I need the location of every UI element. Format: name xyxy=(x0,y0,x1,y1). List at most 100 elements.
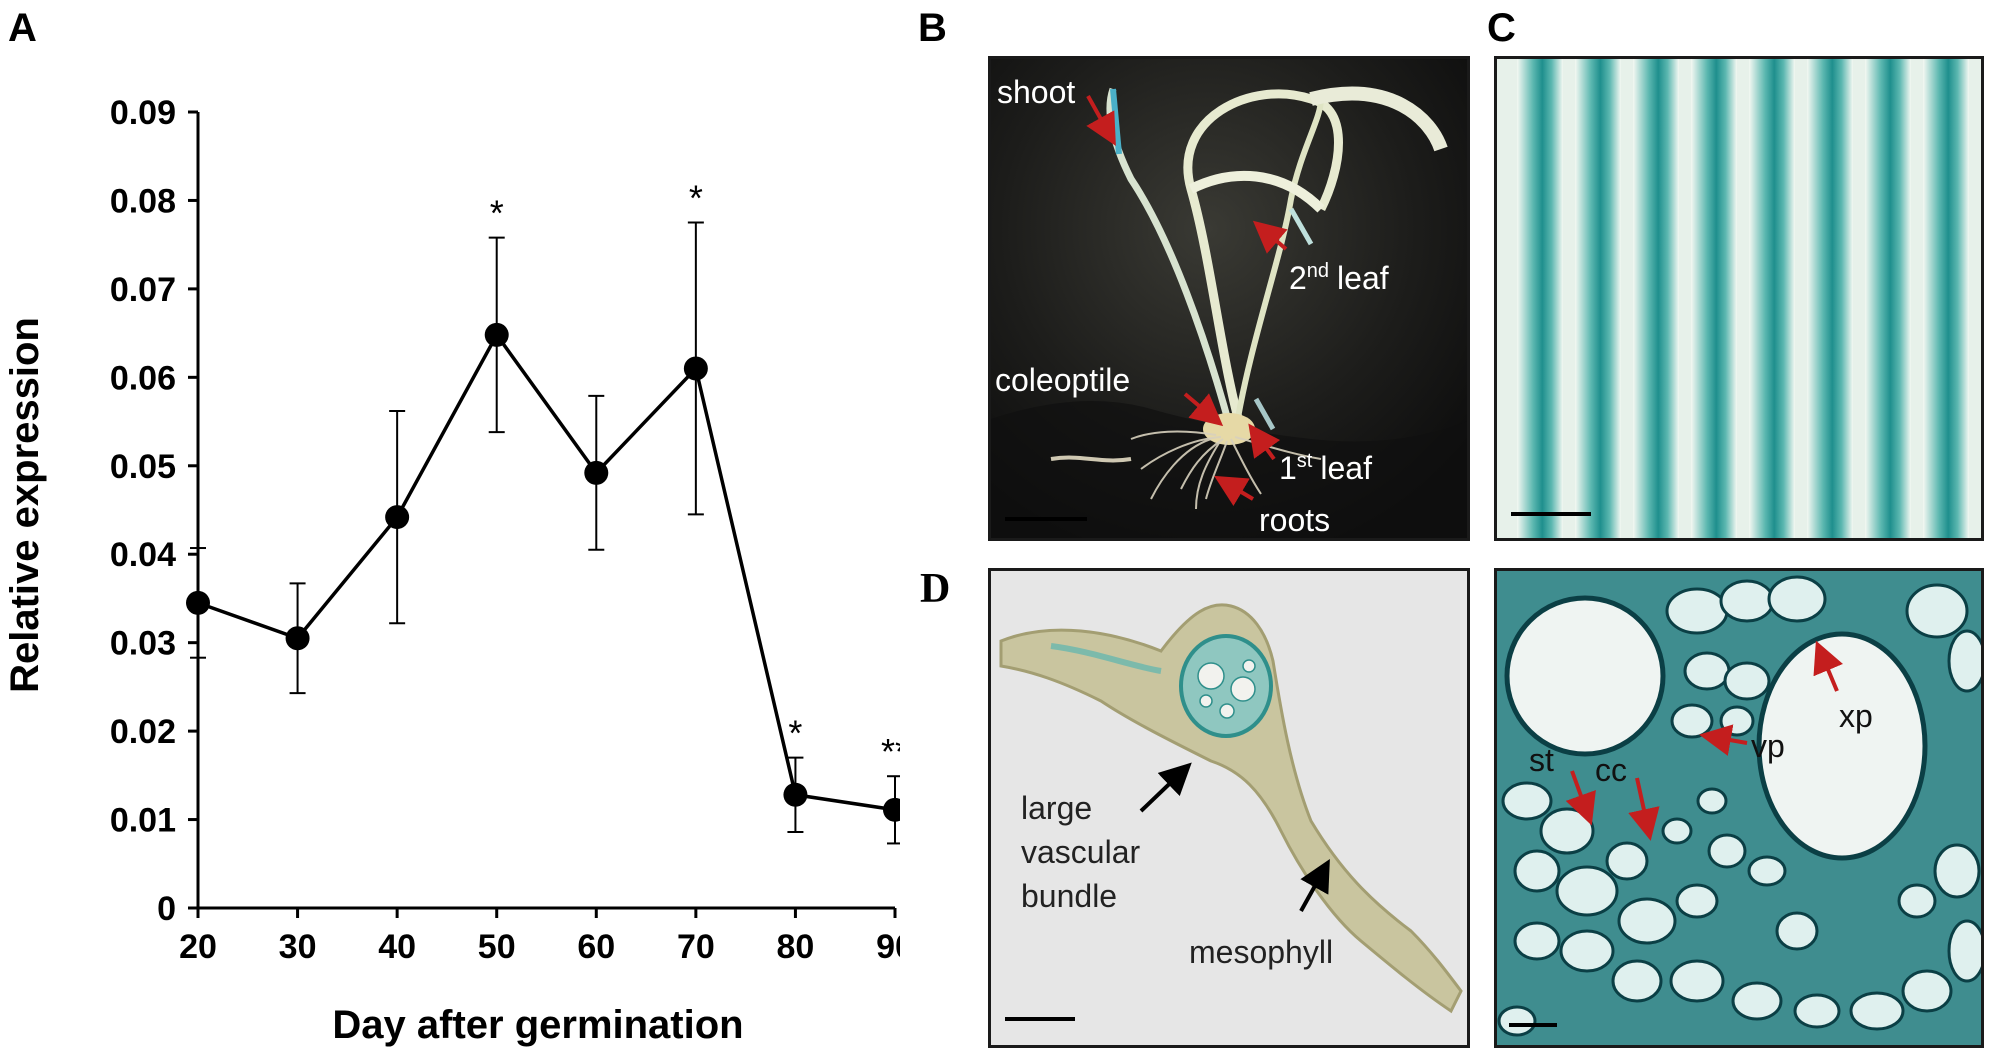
y-tick-label: 0.05 xyxy=(110,448,176,486)
y-tick-label: 0 xyxy=(157,890,176,928)
plant-cell xyxy=(1670,703,1714,739)
plant-cell xyxy=(1611,959,1663,1003)
y-tick-label: 0.07 xyxy=(110,271,176,309)
plant-cell xyxy=(1669,959,1725,1003)
stained-vein-stripe xyxy=(1691,59,1737,538)
plant-cell xyxy=(1793,993,1841,1029)
data-point xyxy=(683,356,708,381)
data-point xyxy=(883,797,900,822)
cross-section-illustration: large vascular bundle mesophyll xyxy=(991,571,1467,1045)
stained-vein-stripe xyxy=(1865,59,1911,538)
label-vascular: vascular xyxy=(1021,834,1141,870)
label-large: large xyxy=(1021,790,1092,826)
stained-vein-stripe xyxy=(1923,59,1969,538)
label-coleoptile: coleoptile xyxy=(995,362,1130,398)
plant-cell xyxy=(1747,855,1787,887)
plant-cell xyxy=(1513,849,1561,893)
leaf-cross-section-photo: large vascular bundle mesophyll xyxy=(988,568,1470,1048)
plant-cell xyxy=(1947,919,1981,983)
plant-cell xyxy=(1675,883,1719,919)
significance-label: * xyxy=(689,178,703,219)
label-roots: roots xyxy=(1259,502,1330,538)
data-point xyxy=(285,626,310,651)
data-point xyxy=(385,505,410,530)
leaf-stripes-illustration xyxy=(1497,59,1981,538)
plant-cell xyxy=(1707,833,1747,869)
stained-vein-stripe xyxy=(1807,59,1853,538)
plant-cell xyxy=(1559,929,1615,973)
plant-cell xyxy=(1617,897,1677,945)
plant-cell xyxy=(1501,781,1553,821)
label-cc: cc xyxy=(1595,752,1627,788)
plant-cell xyxy=(1605,841,1649,881)
stained-vein-stripe xyxy=(1575,59,1621,538)
stained-vein-stripe xyxy=(1749,59,1795,538)
label-first-leaf-number: 1 xyxy=(1279,450,1297,486)
series-line xyxy=(197,331,896,812)
y-tick-label: 0.06 xyxy=(110,359,176,397)
plant-cell xyxy=(1719,705,1755,737)
x-tick-label: 70 xyxy=(677,928,715,966)
plant-cell xyxy=(1731,981,1783,1021)
data-point xyxy=(484,322,509,347)
vascular-cells-illustration: st cc vp xp xyxy=(1497,571,1981,1045)
label-mesophyll: mesophyll xyxy=(1189,934,1333,970)
plant-cell xyxy=(1513,921,1561,961)
plant-cell xyxy=(1497,1005,1537,1037)
x-tick-label: 90 xyxy=(876,928,900,966)
plant-cell xyxy=(1775,911,1819,951)
plant-cell xyxy=(1849,991,1905,1031)
plant-cell xyxy=(1905,583,1969,639)
significance-label: * xyxy=(490,193,504,234)
plant-cell xyxy=(1723,661,1771,701)
plant-cell xyxy=(1665,587,1729,635)
plant-cell xyxy=(1661,817,1693,845)
plant-cell xyxy=(1767,575,1827,623)
y-tick-label: 0.03 xyxy=(110,625,176,663)
plant-cell xyxy=(1696,787,1728,815)
y-tick-label: 0.04 xyxy=(110,536,176,574)
label-bundle: bundle xyxy=(1021,878,1117,914)
plant-cell xyxy=(1901,969,1953,1013)
y-axis-label: Relative expression xyxy=(3,317,47,693)
panel-label-d: D xyxy=(920,566,951,612)
significance-label: * xyxy=(788,713,802,754)
data-point xyxy=(783,782,808,807)
x-tick-label: 50 xyxy=(478,928,516,966)
label-st: st xyxy=(1529,742,1554,778)
stained-vein-stripe xyxy=(1517,59,1563,538)
label-shoot: shoot xyxy=(997,74,1075,110)
y-tick-label: 0.01 xyxy=(110,802,176,840)
y-tick-label: 0.09 xyxy=(110,94,176,132)
panel-label-c: C xyxy=(1487,6,1516,50)
y-tick-label: 0.08 xyxy=(110,182,176,220)
x-tick-label: 30 xyxy=(279,928,317,966)
x-axis-label: Day after germination xyxy=(332,1003,743,1047)
vascular-bundle-photo: st cc vp xp xyxy=(1494,568,1984,1048)
data-point xyxy=(186,590,210,615)
label-second-leaf-superscript: nd xyxy=(1307,260,1329,282)
x-tick-label: 40 xyxy=(378,928,416,966)
plant-cell xyxy=(1897,883,1937,919)
panel-label-b: B xyxy=(918,6,947,50)
plant-cell xyxy=(1555,865,1619,917)
stained-leaf-photo xyxy=(1494,56,1984,541)
plant-cell xyxy=(1719,579,1775,623)
plant-cell xyxy=(1947,629,1981,693)
label-second-leaf-number: 2 xyxy=(1289,260,1307,296)
label-xp: xp xyxy=(1839,698,1873,734)
label-second-leaf-word: leaf xyxy=(1337,260,1389,296)
stained-vein-stripe xyxy=(1633,59,1679,538)
x-tick-label: 80 xyxy=(777,928,815,966)
label-first-leaf-word: leaf xyxy=(1320,450,1372,486)
plant-cell xyxy=(1539,807,1595,855)
plant-cell xyxy=(1933,843,1981,899)
significance-label: ** xyxy=(881,731,900,772)
y-tick-label: 0.02 xyxy=(110,713,176,751)
